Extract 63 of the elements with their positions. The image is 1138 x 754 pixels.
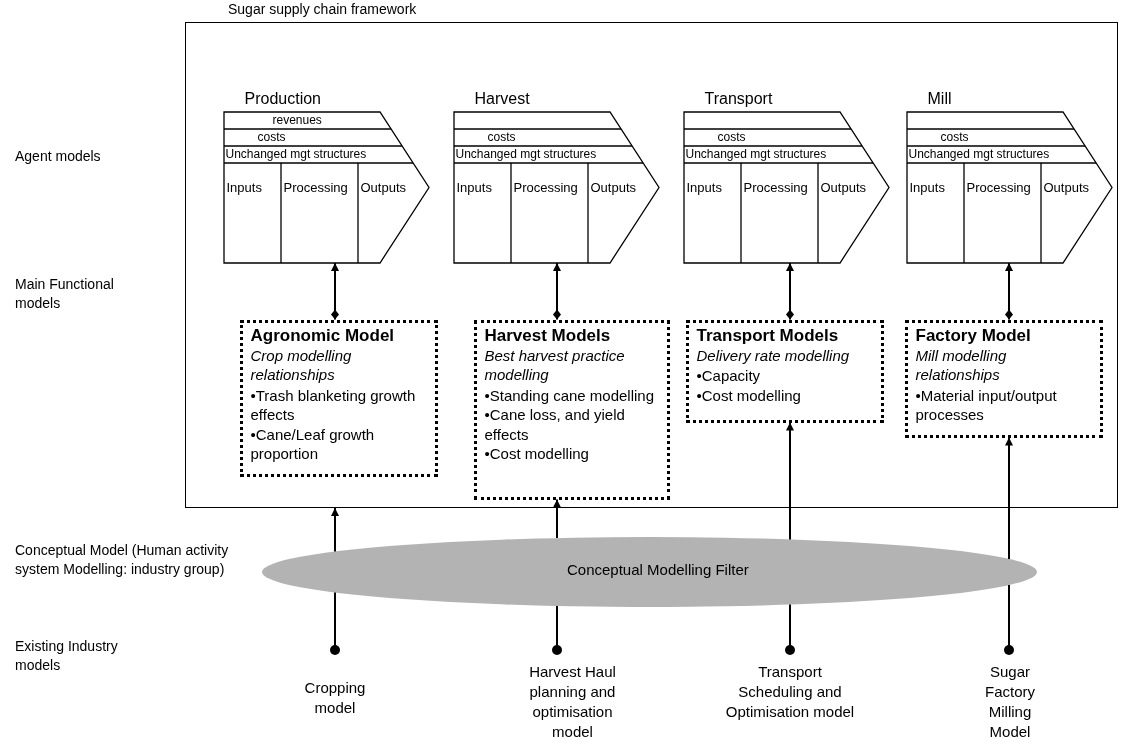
row-heading: Agent models xyxy=(15,147,102,166)
arrow xyxy=(553,498,561,539)
column-label: Processing xyxy=(513,179,578,195)
model-title: Agronomic Model xyxy=(250,324,396,346)
arrow xyxy=(1005,436,1013,560)
column-label: Outputs xyxy=(360,179,407,195)
row-heading: Existing Industry models xyxy=(15,637,119,675)
bullet-item: •Cane loss, and yield effects xyxy=(484,405,626,444)
arrow xyxy=(1005,262,1013,321)
agent-title: Harvest xyxy=(474,89,530,108)
row-label: Unchanged mgt structures xyxy=(685,145,827,162)
agent-title: Production xyxy=(244,89,321,108)
column-label: Outputs xyxy=(1043,179,1090,195)
model-title: Harvest Models xyxy=(484,324,612,346)
model-subtitle: Mill modelling relationships xyxy=(915,345,1008,385)
arrow xyxy=(331,262,339,321)
model-name: Cropping model xyxy=(303,678,367,718)
column-label: Outputs xyxy=(590,179,637,195)
bullet-item: •Material input/output processes xyxy=(915,385,1058,425)
row-heading: Conceptual Model (Human activity system Modelling: industry group) xyxy=(15,541,230,579)
row-label: costs xyxy=(940,128,969,145)
filter-label: Conceptual Modelling Filter xyxy=(567,561,749,578)
bullet-item: •Standing cane modelling xyxy=(484,385,656,405)
column-label: Inputs xyxy=(686,179,722,195)
model-name: Transport Scheduling and Optimisation model xyxy=(725,662,855,722)
row-label: Unchanged mgt structures xyxy=(225,145,367,162)
arrow xyxy=(786,262,794,321)
arrow xyxy=(553,262,561,321)
row-label: costs xyxy=(487,128,516,145)
functional-model-panel xyxy=(904,319,1103,438)
row-label: Unchanged mgt structures xyxy=(908,145,1050,162)
row-label: costs xyxy=(257,128,286,145)
functional-model-panel xyxy=(685,319,884,423)
column-label: Outputs xyxy=(820,179,867,195)
model-subtitle: Crop modelling relationships xyxy=(250,345,353,385)
column-label: Inputs xyxy=(456,179,492,195)
bullet-item: •Capacity xyxy=(696,366,762,386)
column-label: Inputs xyxy=(226,179,262,195)
bullet-item: •Trash blanketing growth effects xyxy=(250,385,417,425)
model-title: Factory Model xyxy=(915,324,1032,346)
arrow xyxy=(786,421,794,541)
column-label: Processing xyxy=(743,179,808,195)
bullet-item: •Cane/Leaf growth proportion xyxy=(250,424,376,464)
bullet-item: •Cost modelling xyxy=(484,444,590,464)
row-label: revenues xyxy=(272,111,322,128)
framework-title: Sugar supply chain framework xyxy=(228,1,417,17)
model-subtitle: Best harvest practice modelling xyxy=(484,345,626,385)
column-label: Inputs xyxy=(909,179,945,195)
row-label: Unchanged mgt structures xyxy=(455,145,597,162)
column-label: Processing xyxy=(966,179,1031,195)
row-label: costs xyxy=(717,128,746,145)
functional-model-panel xyxy=(473,319,670,500)
model-name: Harvest Haul planning and optimisation model xyxy=(528,662,617,742)
agent-title: Mill xyxy=(927,89,952,108)
column-label: Processing xyxy=(283,179,348,195)
model-name: Sugar Factory Milling Model xyxy=(984,662,1036,742)
functional-model-panel xyxy=(239,319,438,477)
model-subtitle: Delivery rate modelling xyxy=(696,345,851,365)
bullet-item: •Cost modelling xyxy=(696,385,802,405)
agent-title: Transport xyxy=(704,89,773,108)
row-heading: Main Functional models xyxy=(15,275,115,313)
arrow xyxy=(331,507,339,553)
model-title: Transport Models xyxy=(696,324,840,346)
